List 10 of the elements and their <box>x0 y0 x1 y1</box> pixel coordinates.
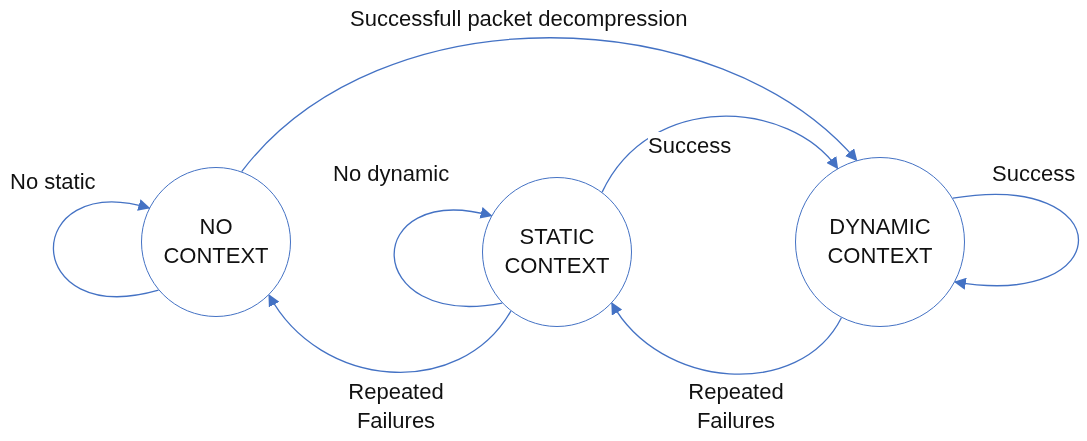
transition-arrow <box>611 302 843 375</box>
state-name: DYNAMIC CONTEXT <box>826 213 934 270</box>
state-name: STATIC CONTEXT <box>503 223 611 280</box>
transition-arrow <box>601 115 839 193</box>
transition-arrow <box>241 37 858 173</box>
transition-arrow <box>393 207 503 308</box>
state-name: NO CONTEXT <box>162 213 270 270</box>
transition-arrow <box>952 193 1080 289</box>
transition-arrow <box>268 294 512 373</box>
transition-arrow <box>52 200 160 297</box>
